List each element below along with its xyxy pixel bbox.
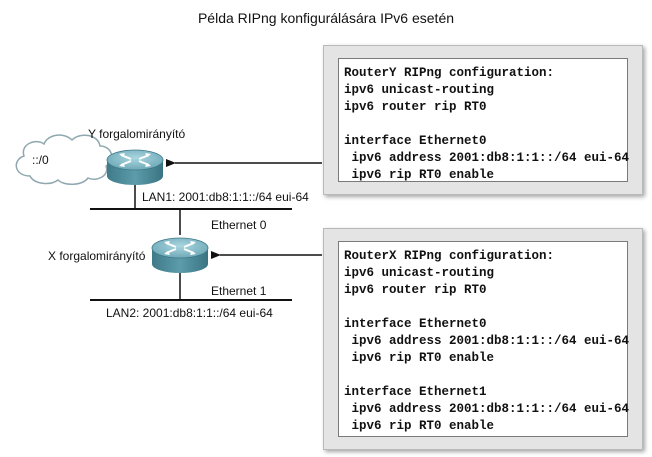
config-line: interface Ethernet0 bbox=[344, 134, 487, 148]
config-line: ipv6 unicast-routing bbox=[344, 83, 495, 97]
router-icon bbox=[151, 237, 209, 273]
config-line bbox=[344, 367, 627, 384]
router-x-label: X forgalomirányító bbox=[48, 249, 146, 263]
cloud-label: ::/0 bbox=[32, 153, 49, 167]
config-line: ipv6 router rip RT0 bbox=[344, 283, 487, 297]
config-line: interface Ethernet0 bbox=[344, 317, 487, 331]
config-panel-router-y: RouterY RIPng configuration: ipv6 unicast… bbox=[323, 45, 643, 195]
eth1-label: Ethernet 1 bbox=[211, 284, 267, 298]
config-line bbox=[344, 299, 627, 316]
config-line: ipv6 address 2001:db8:1:1::/64 eui-64 bbox=[344, 151, 630, 165]
cloud-icon bbox=[15, 134, 113, 185]
config-line: RouterX RIPng configuration: bbox=[344, 249, 555, 263]
config-code: RouterX RIPng configuration: ipv6 unicast… bbox=[339, 242, 630, 435]
eth0-label: Ethernet 0 bbox=[211, 218, 267, 232]
router-icon bbox=[106, 149, 164, 185]
config-box: RouterY RIPng configuration: ipv6 unicast… bbox=[338, 58, 630, 184]
config-line: ipv6 unicast-routing bbox=[344, 266, 495, 280]
config-line: ipv6 router rip RT0 bbox=[344, 100, 487, 114]
config-panel-router-x: RouterX RIPng configuration: ipv6 unicast… bbox=[323, 228, 643, 450]
router-y-label: Y forgalomirányító bbox=[88, 127, 186, 141]
config-line: ipv6 address 2001:db8:1:1::/64 eui-64 bbox=[344, 334, 630, 348]
diagram-title: Példa RIPng konfigurálására IPv6 esetén bbox=[197, 10, 455, 26]
config-box: RouterX RIPng configuration: ipv6 unicast… bbox=[338, 241, 630, 437]
lan1-label: LAN1: 2001:db8:1:1::/64 eui-64 bbox=[142, 190, 309, 204]
config-line: ipv6 rip RT0 enable bbox=[344, 168, 495, 182]
config-line: interface Ethernet1 bbox=[344, 385, 487, 399]
config-line: RouterY RIPng configuration: bbox=[344, 66, 555, 80]
lan2-label: LAN2: 2001:db8:1:1::/64 eui-64 bbox=[106, 306, 273, 320]
config-line: ipv6 rip RT0 enable bbox=[344, 351, 495, 365]
config-line: ipv6 address 2001:db8:1:1::/64 eui-64 bbox=[344, 402, 630, 416]
config-line bbox=[344, 116, 627, 133]
config-code: RouterY RIPng configuration: ipv6 unicast… bbox=[339, 59, 630, 184]
config-line: ipv6 rip RT0 enable bbox=[344, 419, 495, 433]
